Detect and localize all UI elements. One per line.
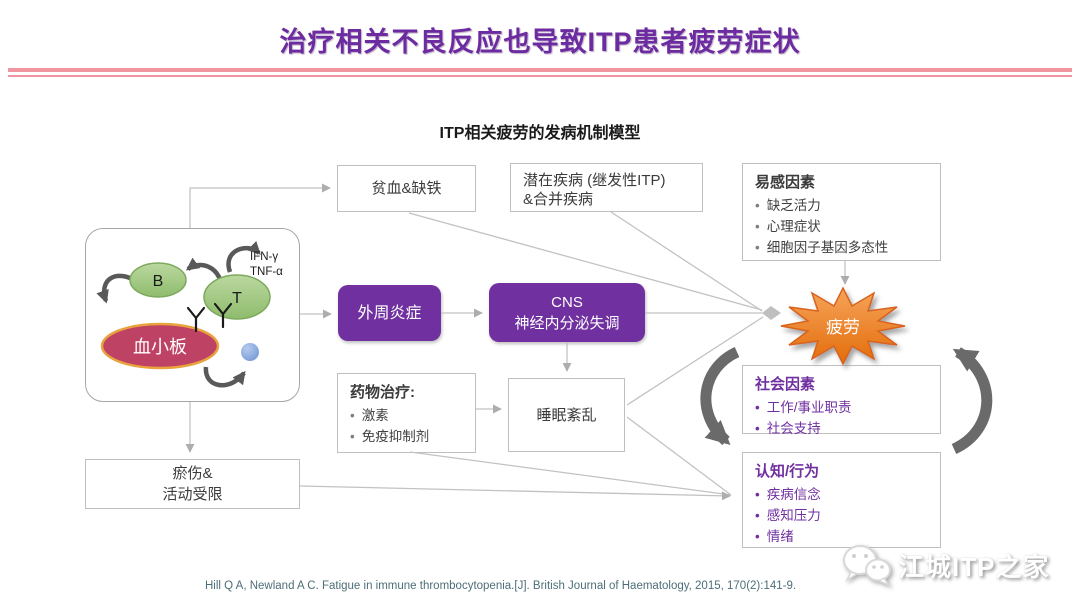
watermark: 江城ITP之家 bbox=[840, 542, 1049, 588]
box-susceptibility-title: 易感因素 bbox=[755, 174, 816, 191]
box-underlying-line2: &合并疾病 bbox=[523, 191, 594, 208]
fatigue-starburst: 疲劳 bbox=[780, 286, 906, 366]
list-item: 免疫抑制剂 bbox=[350, 426, 465, 447]
page-title: 治疗相关不良反应也导致ITP患者疲劳症状 bbox=[279, 27, 801, 57]
diamond-arrowhead-fatigue bbox=[762, 306, 781, 320]
connector-bruising-to-cognition bbox=[299, 485, 731, 501]
box-social-title: 社会因素 bbox=[755, 376, 816, 393]
box-peripheral-inflammation: 外周炎症 bbox=[338, 285, 441, 341]
box-underlying-disease: 潜在疾病 (继发性ITP) &合并疾病 bbox=[510, 163, 703, 212]
feedback-arrow-down-icon bbox=[700, 347, 740, 446]
box-susceptibility: 易感因素 缺乏活力 心理症状 细胞因子基因多态性 bbox=[742, 163, 941, 261]
connector-sleep-to-cognition bbox=[626, 416, 732, 496]
box-susceptibility-list: 缺乏活力 心理症状 细胞因子基因多态性 bbox=[755, 195, 930, 258]
box-cognition-behavior: 认知/行为 疾病信念 感知压力 情绪 bbox=[742, 452, 941, 548]
box-cell-diagram bbox=[85, 228, 300, 402]
box-sleep-label: 睡眠紊乱 bbox=[536, 406, 597, 424]
connector-drug-to-cognition bbox=[409, 451, 732, 496]
box-anemia-label: 贫血&缺铁 bbox=[371, 180, 442, 197]
box-bruising-line2: 活动受限 bbox=[162, 486, 223, 503]
starburst-shape bbox=[780, 286, 906, 366]
list-item: 社会支持 bbox=[755, 418, 930, 439]
box-bruising: 瘀伤& 活动受限 bbox=[85, 459, 300, 509]
box-drug-therapy: 药物治疗: 激素 免疫抑制剂 bbox=[337, 373, 476, 453]
list-item: 心理症状 bbox=[755, 216, 930, 237]
box-social-list: 工作/事业职责 社会支持 bbox=[755, 397, 930, 439]
connector-cell-to-anemia bbox=[189, 183, 331, 228]
box-cognition-title: 认知/行为 bbox=[755, 463, 820, 480]
feedback-arrow-up-icon bbox=[951, 347, 993, 455]
list-item: 缺乏活力 bbox=[755, 195, 930, 216]
citation-text: Hill Q A, Newland A C. Fatigue in immune… bbox=[205, 580, 797, 592]
box-sleep: 睡眠紊乱 bbox=[508, 378, 625, 452]
box-cns-line2: 神经内分泌失调 bbox=[514, 314, 620, 332]
wechat-icon bbox=[843, 545, 892, 587]
box-cns: CNS 神经内分泌失调 bbox=[489, 283, 645, 342]
list-item: 激素 bbox=[350, 405, 465, 426]
list-item: 情绪 bbox=[755, 526, 930, 547]
box-bruising-line1: 瘀伤& bbox=[172, 465, 213, 482]
box-underlying-line1: 潜在疾病 (继发性ITP) bbox=[523, 172, 666, 189]
list-item: 工作/事业职责 bbox=[755, 397, 930, 418]
list-item: 细胞因子基因多态性 bbox=[755, 237, 930, 258]
box-drug-title: 药物治疗: bbox=[350, 384, 415, 401]
title-divider bbox=[8, 68, 1072, 77]
box-social-factors: 社会因素 工作/事业职责 社会支持 bbox=[742, 365, 941, 436]
box-peripheral-label: 外周炎症 bbox=[357, 304, 422, 322]
list-item: 感知压力 bbox=[755, 505, 930, 526]
box-cns-line1: CNS bbox=[551, 293, 583, 311]
box-cognition-list: 疾病信念 感知压力 情绪 bbox=[755, 484, 930, 547]
box-anemia: 贫血&缺铁 bbox=[337, 165, 476, 212]
list-item: 疾病信念 bbox=[755, 484, 930, 505]
fatigue-label: 疲劳 bbox=[826, 318, 860, 337]
watermark-text: 江城ITP之家 bbox=[898, 551, 1050, 582]
box-drug-list: 激素 免疫抑制剂 bbox=[350, 405, 465, 447]
diagram-title: ITP相关疲劳的发病机制模型 bbox=[439, 125, 641, 142]
